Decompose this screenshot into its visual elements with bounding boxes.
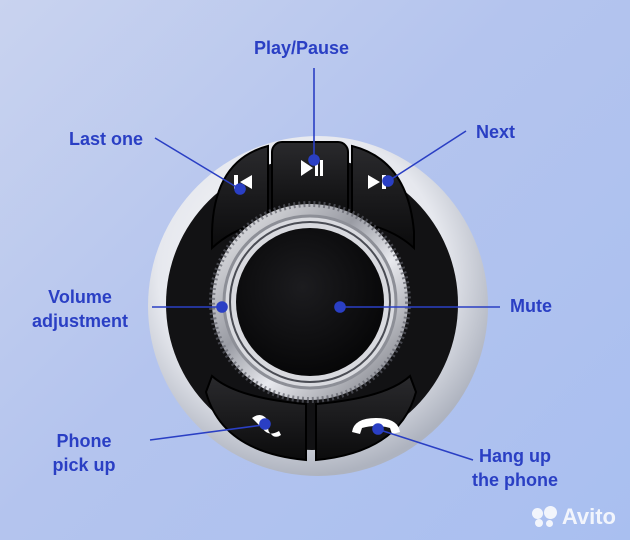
play-pause-icon: [301, 160, 323, 176]
avito-logo-icon: [531, 506, 558, 528]
phone-pick-up-label: Phone pick up: [52, 431, 116, 475]
previous-icon: [234, 175, 252, 189]
volume-adjustment-label: Volume adjustment: [31, 287, 128, 331]
hang-up-label: Hang up the phone: [472, 446, 558, 490]
last-one-label: Last one: [69, 129, 144, 149]
next-label: Next: [476, 122, 516, 142]
hang-up-button[interactable]: [315, 374, 418, 462]
play-pause-label: Play/Pause: [254, 38, 350, 58]
pointer-lines: [149, 68, 500, 461]
mute-button[interactable]: [236, 228, 384, 376]
watermark: Avito: [531, 504, 616, 530]
next-button[interactable]: [351, 144, 415, 251]
mute-label: Mute: [510, 296, 552, 316]
watermark-text: Avito: [561, 504, 616, 529]
